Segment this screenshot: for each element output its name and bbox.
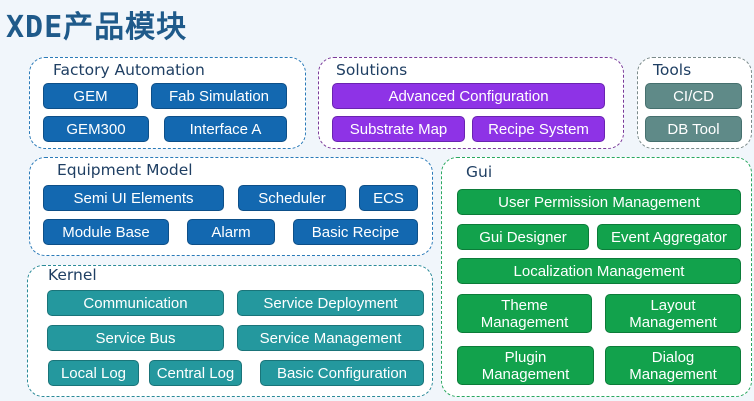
module-basic-configuration[interactable]: Basic Configuration <box>260 360 424 386</box>
module-recipe-system[interactable]: Recipe System <box>472 116 605 142</box>
module-substrate-map[interactable]: Substrate Map <box>332 116 465 142</box>
module-communication[interactable]: Communication <box>47 290 224 316</box>
module-db-tool[interactable]: DB Tool <box>645 116 742 142</box>
module-service-management[interactable]: Service Management <box>237 325 424 351</box>
module-interface-a[interactable]: Interface A <box>164 116 287 142</box>
module-fab-simulation[interactable]: Fab Simulation <box>151 83 287 109</box>
module-gui-designer[interactable]: Gui Designer <box>457 224 589 250</box>
module-localization-management[interactable]: Localization Management <box>457 258 741 284</box>
module-plugin-management[interactable]: Plugin Management <box>457 346 594 385</box>
module-ecs[interactable]: ECS <box>359 185 418 211</box>
module-theme-management[interactable]: Theme Management <box>457 294 592 333</box>
group-label-gui: Gui <box>466 163 493 181</box>
module-gem[interactable]: GEM <box>43 83 138 109</box>
module-user-permission-management[interactable]: User Permission Management <box>457 189 741 215</box>
module-alarm[interactable]: Alarm <box>187 219 275 245</box>
module-local-log[interactable]: Local Log <box>48 360 139 386</box>
group-label-kernel: Kernel <box>48 266 97 284</box>
module-module-base[interactable]: Module Base <box>43 219 169 245</box>
module-layout-management[interactable]: Layout Management <box>605 294 741 333</box>
module-gem300[interactable]: GEM300 <box>43 116 149 142</box>
module-advanced-configuration[interactable]: Advanced Configuration <box>332 83 605 109</box>
module-basic-recipe[interactable]: Basic Recipe <box>293 219 418 245</box>
module-dialog-management[interactable]: Dialog Management <box>605 346 741 385</box>
module-central-log[interactable]: Central Log <box>149 360 242 386</box>
module-scheduler[interactable]: Scheduler <box>238 185 346 211</box>
module-ci-cd[interactable]: CI/CD <box>645 83 742 109</box>
group-label-tools: Tools <box>653 61 692 79</box>
group-label-factory-automation: Factory Automation <box>53 61 205 79</box>
module-semi-ui-elements[interactable]: Semi UI Elements <box>43 185 224 211</box>
page-title: XDE产品模块 <box>6 10 188 45</box>
module-service-bus[interactable]: Service Bus <box>47 325 224 351</box>
group-label-equipment-model: Equipment Model <box>57 161 193 179</box>
module-event-aggregator[interactable]: Event Aggregator <box>597 224 741 250</box>
group-label-solutions: Solutions <box>336 61 408 79</box>
module-service-deployment[interactable]: Service Deployment <box>237 290 424 316</box>
